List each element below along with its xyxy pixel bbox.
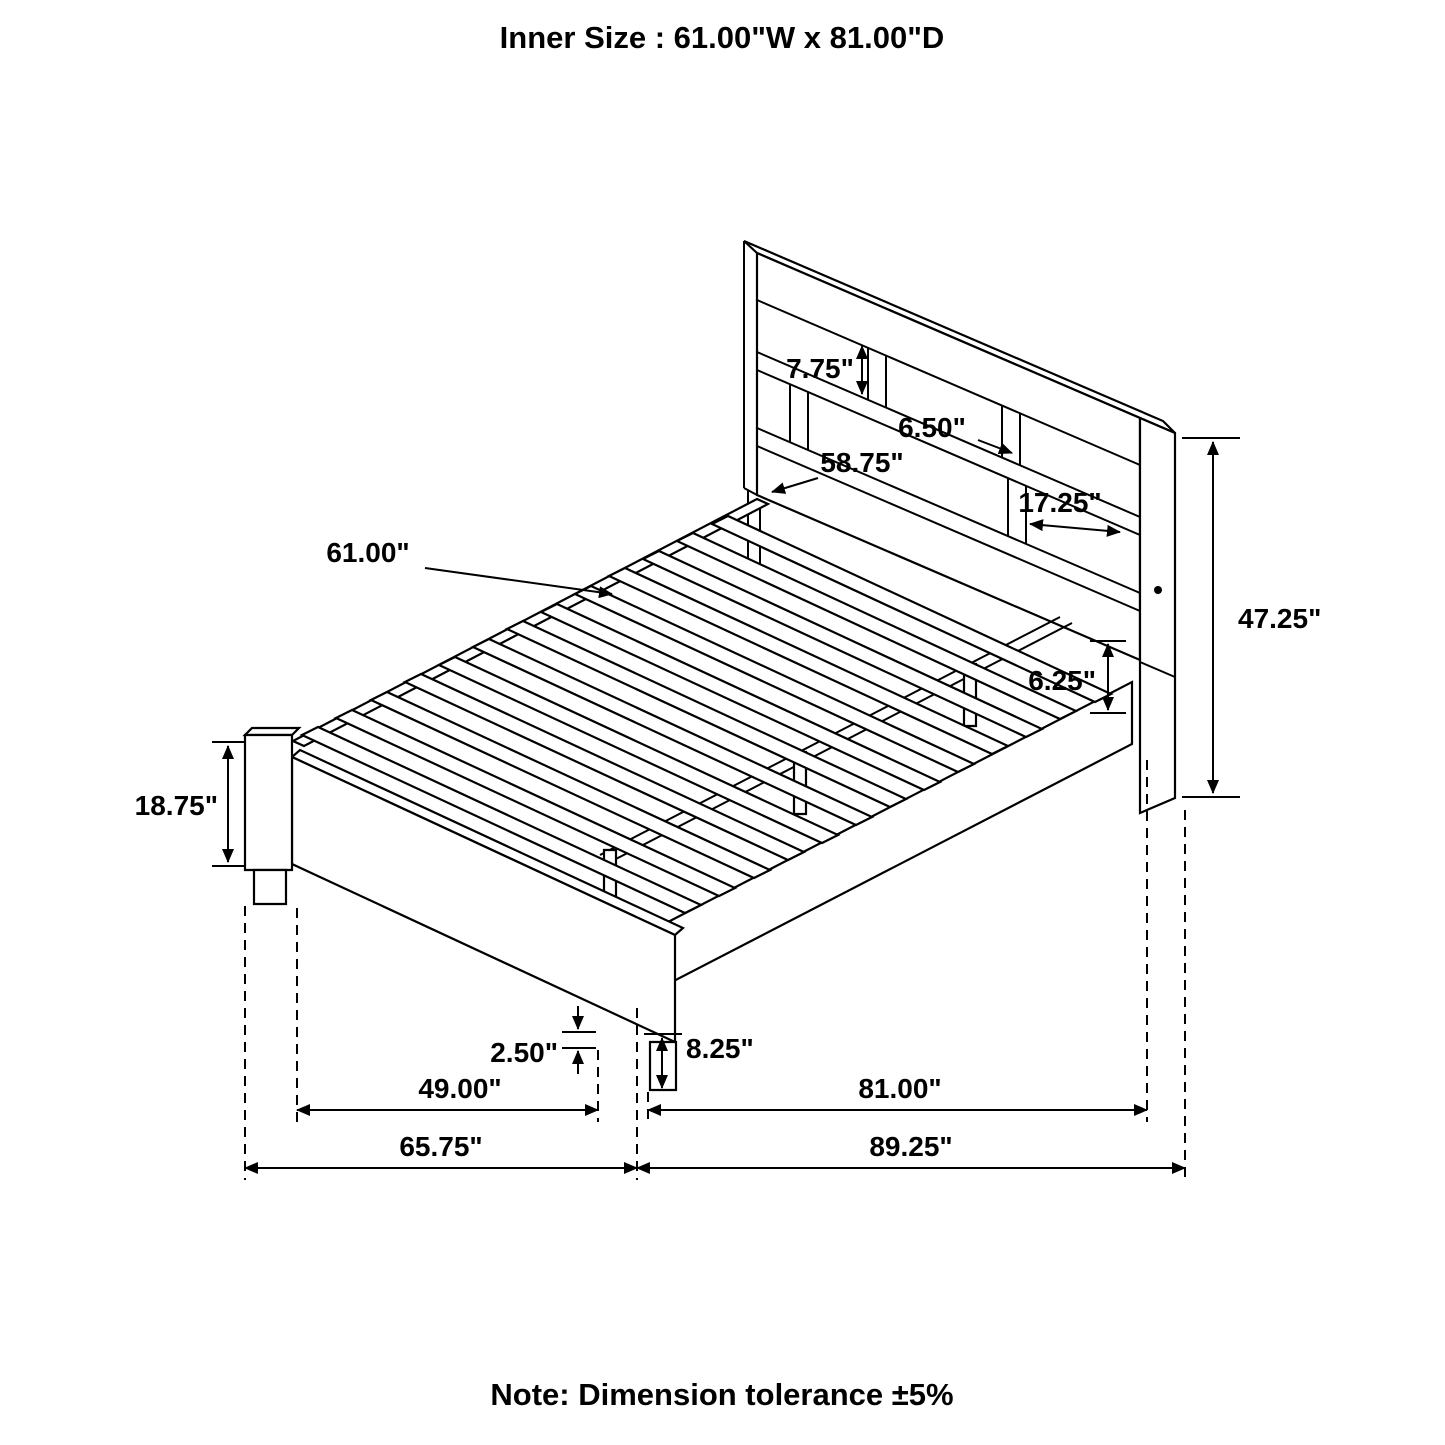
slat xyxy=(572,584,977,774)
footboard-post xyxy=(243,733,294,872)
tolerance-note: Note: Dimension tolerance ±5% xyxy=(490,1377,953,1412)
slat xyxy=(504,619,909,809)
clearance-label: 2.50" xyxy=(490,1037,558,1068)
slat xyxy=(299,725,704,915)
cubby-small-label: 6.50" xyxy=(898,412,966,443)
leg-height-label: 8.25" xyxy=(686,1033,754,1064)
right-post-dot xyxy=(1154,586,1162,594)
footprint-width-label: 49.00" xyxy=(418,1073,501,1104)
slat xyxy=(640,549,1045,739)
slat-length-label: 61.00" xyxy=(326,537,409,568)
slat xyxy=(470,637,875,827)
footboard xyxy=(242,726,685,1092)
dimension-annotations: 7.75" 6.50" 58.75" 17.25" 61.00" 47.25" … xyxy=(135,345,1321,1174)
right-post-joint-line xyxy=(1139,661,1176,678)
headboard-left-bottom xyxy=(743,487,758,496)
footprint-length-label: 81.00" xyxy=(858,1073,941,1104)
headboard-rail-bottom-line xyxy=(756,299,1141,466)
slat xyxy=(538,602,943,792)
slat xyxy=(436,655,841,845)
inner-size-title: Inner Size : 61.00"W x 81.00"D xyxy=(500,20,945,55)
slat xyxy=(606,566,1011,756)
shelf-a-bottom-line xyxy=(756,369,1141,536)
cubby-large-arrow xyxy=(1029,519,1121,537)
headboard-inner-leader xyxy=(771,477,819,494)
overall-length-label: 89.25" xyxy=(869,1131,952,1162)
headboard xyxy=(743,239,1177,815)
slats xyxy=(299,514,1114,915)
headboard-inner-label: 58.75" xyxy=(820,447,903,478)
opening-height-label: 7.75" xyxy=(786,353,854,384)
cubby-small-leader xyxy=(977,439,1013,454)
headboard-height-label: 47.25" xyxy=(1238,603,1321,634)
slat xyxy=(402,672,807,862)
slat xyxy=(368,690,773,880)
footboard-post-leg xyxy=(252,868,288,906)
slat-length-leader xyxy=(424,567,613,599)
slat xyxy=(333,708,738,898)
slat xyxy=(674,531,1079,721)
headboard-right-post xyxy=(1138,416,1177,815)
rail-height-label: 6.25" xyxy=(1028,665,1096,696)
shelf-b-top-line xyxy=(756,427,1141,594)
footboard-height-label: 18.75" xyxy=(135,790,218,821)
shelf-b-bottom-line xyxy=(756,445,1141,612)
cubby-large-label: 17.25" xyxy=(1018,487,1101,518)
shelf-a-top-line xyxy=(756,351,1141,518)
extension-lines xyxy=(244,760,1186,1180)
overall-width-label: 65.75" xyxy=(399,1131,482,1162)
